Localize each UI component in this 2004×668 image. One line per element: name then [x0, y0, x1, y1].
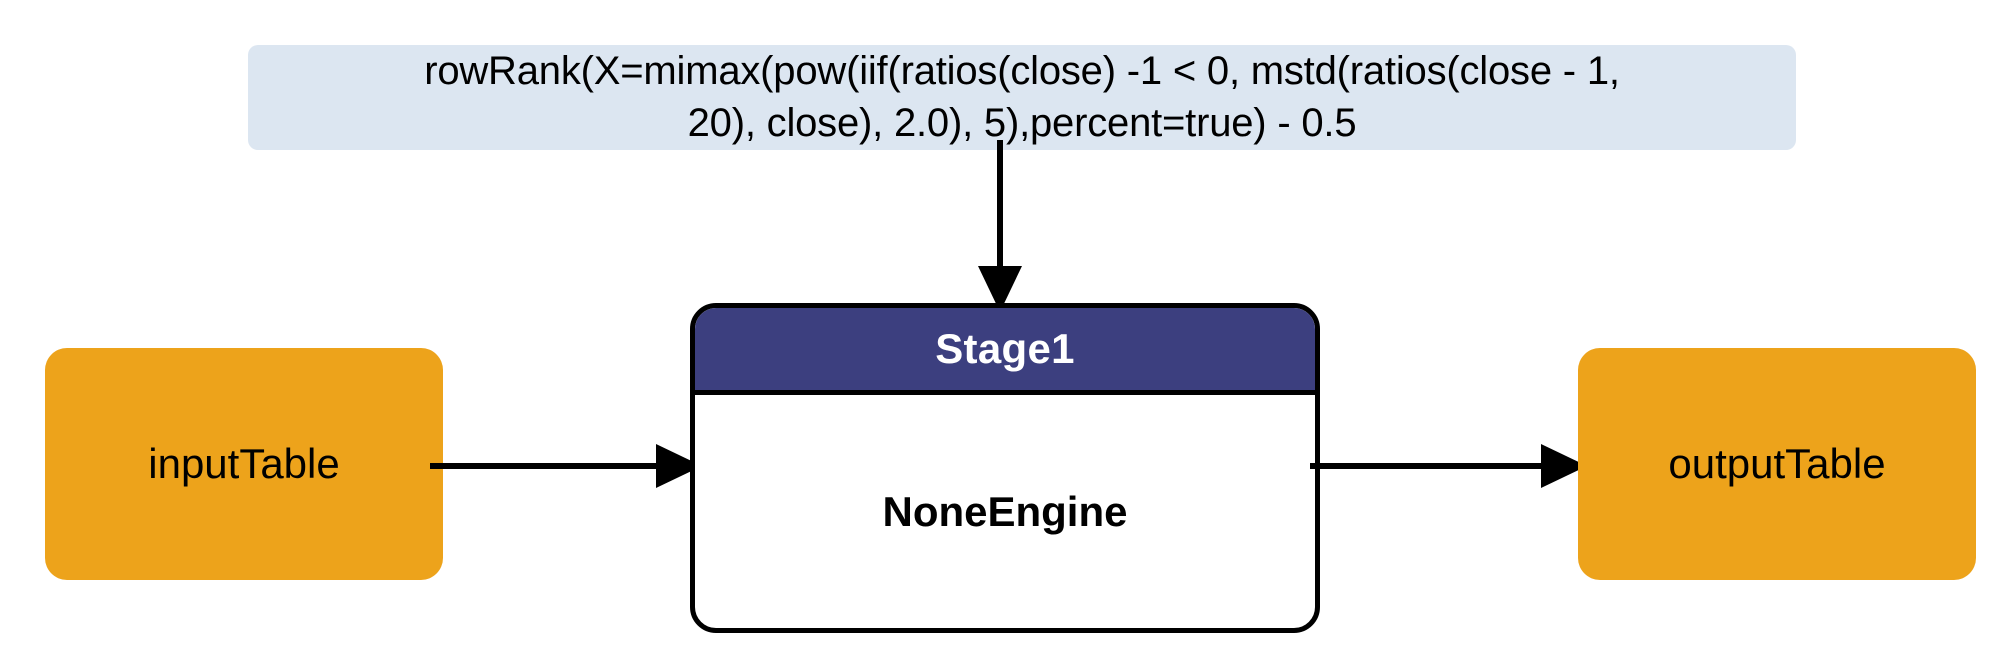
node-stage1[interactable]: Stage1 NoneEngine	[690, 303, 1320, 633]
stage1-engine-label: NoneEngine	[882, 487, 1128, 535]
arrow-input-to-stage	[430, 444, 702, 488]
node-input-table[interactable]: inputTable	[45, 348, 443, 580]
arrow-stage-to-output	[1310, 444, 1587, 488]
stage1-header: Stage1	[695, 308, 1315, 395]
stage1-body: NoneEngine	[695, 395, 1315, 628]
output-table-label: outputTable	[1668, 440, 1886, 487]
input-table-label: inputTable	[148, 440, 340, 487]
stage1-title: Stage1	[935, 325, 1075, 372]
node-output-table[interactable]: outputTable	[1578, 348, 1976, 580]
formula-expression-text: rowRank(X=mimax(pow(iif(ratios(close) -1…	[424, 49, 1620, 145]
arrow-formula-to-stage	[978, 140, 1022, 312]
formula-annotation-box: rowRank(X=mimax(pow(iif(ratios(close) -1…	[248, 45, 1796, 150]
